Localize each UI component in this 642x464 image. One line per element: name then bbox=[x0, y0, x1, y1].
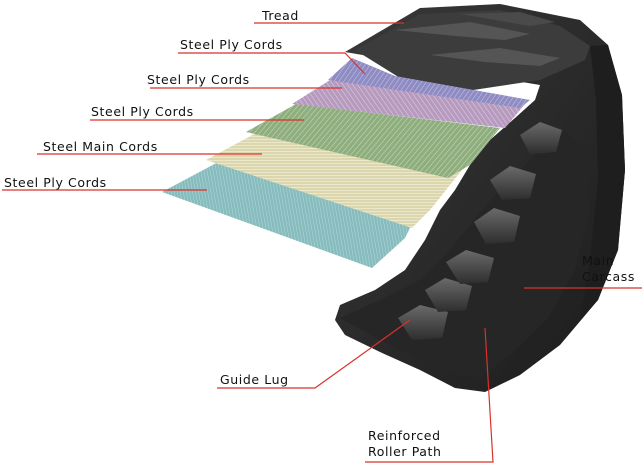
leader-guide-lug bbox=[217, 319, 411, 389]
ply-layer-pink bbox=[292, 80, 525, 128]
ply-layer-top bbox=[328, 58, 530, 108]
label-guide-lug: Guide Lug bbox=[220, 372, 289, 387]
guide-lugs bbox=[398, 122, 562, 340]
label-main-carcass: Main Carcass bbox=[582, 253, 636, 284]
label-reinforced-roller-path: Reinforced Roller Path bbox=[368, 428, 442, 459]
tread-chevron-2 bbox=[430, 48, 560, 66]
label-steel-ply-cords-3: Steel Ply Cords bbox=[91, 104, 194, 119]
label-tread: Tread bbox=[262, 8, 299, 23]
ply-layer-green bbox=[246, 104, 500, 178]
label-steel-ply-cords-2: Steel Ply Cords bbox=[147, 72, 250, 87]
tread-chevron-1 bbox=[395, 22, 530, 40]
tread-chevron-3 bbox=[460, 12, 555, 26]
label-steel-main-cords: Steel Main Cords bbox=[43, 139, 158, 154]
leader-reinforced-roller-path bbox=[365, 327, 494, 463]
leader-steel-ply-cords-1 bbox=[178, 52, 366, 75]
leader-lines bbox=[2, 22, 642, 463]
label-steel-ply-cords-4: Steel Ply Cords bbox=[4, 175, 107, 190]
label-steel-ply-cords-1: Steel Ply Cords bbox=[180, 37, 283, 52]
track-side-wall bbox=[580, 45, 625, 320]
